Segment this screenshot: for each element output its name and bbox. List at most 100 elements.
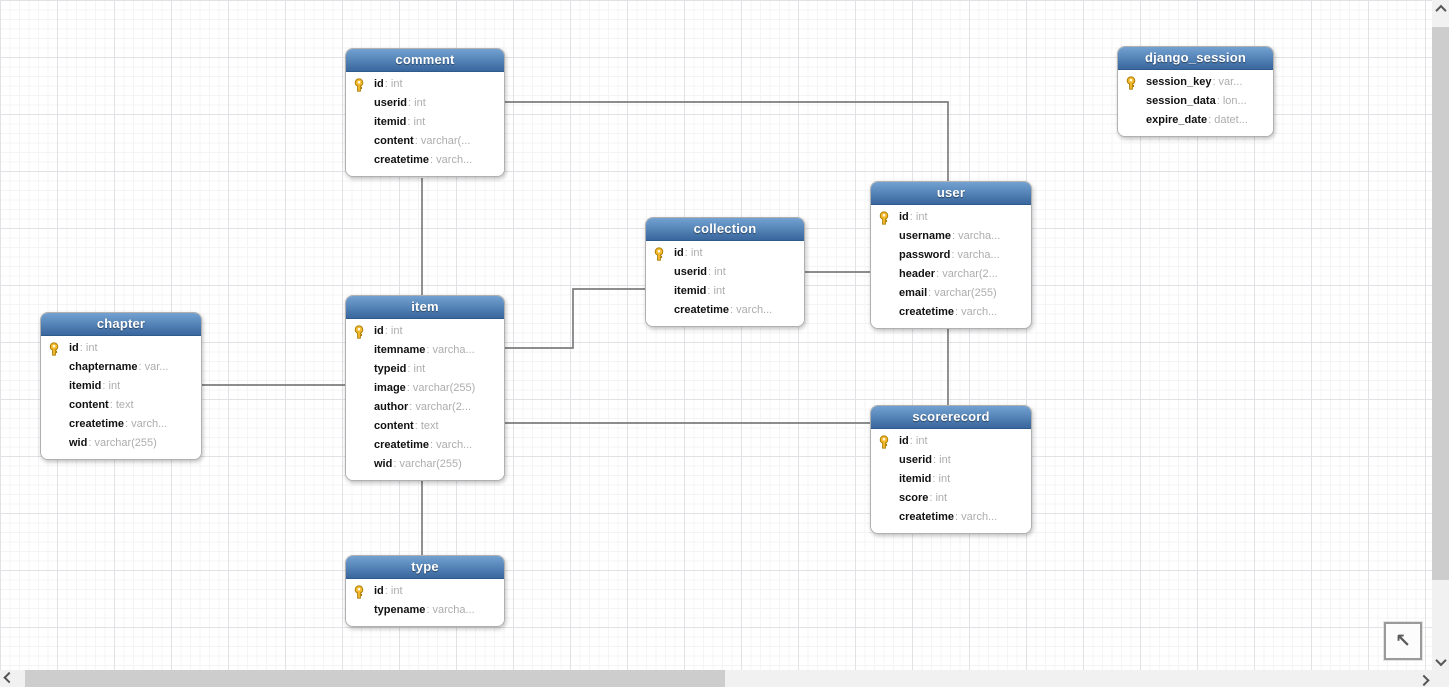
field-type: : varcha...: [426, 344, 475, 356]
field-type: : varch...: [730, 304, 773, 316]
field-type: : datet...: [1208, 114, 1248, 126]
field-row-session_key: session_key: var...: [1125, 73, 1268, 92]
relationship-comment-user[interactable]: [503, 101, 949, 181]
table-title[interactable]: scorerecord: [871, 406, 1031, 429]
field-type: : int: [707, 285, 726, 297]
field-type: : text: [414, 420, 439, 432]
table-title[interactable]: item: [346, 296, 504, 319]
field-name: itemid: [374, 116, 407, 128]
field-row-id: id: int: [353, 582, 499, 601]
field-type: : var...: [1212, 76, 1243, 88]
field-type: : text: [109, 399, 134, 411]
field-name: score: [899, 492, 929, 504]
field-name: password: [899, 249, 951, 261]
field-type: : int: [79, 342, 98, 354]
field-row-id: id: int: [353, 322, 499, 341]
field-type: : int: [933, 454, 951, 466]
field-row-userid: userid: int: [353, 94, 499, 113]
field-type: : int: [684, 247, 703, 259]
field-row-header: header: varchar(2...: [878, 265, 1026, 284]
field-row-chaptername: chaptername: var...: [48, 358, 196, 377]
field-row-content: content: text: [353, 417, 499, 436]
field-type: : lon...: [1216, 95, 1247, 107]
table-title[interactable]: user: [871, 182, 1031, 205]
field-name: header: [899, 268, 936, 280]
scrollbar-corner: [1432, 670, 1449, 687]
horizontal-scrollbar[interactable]: [0, 670, 1432, 687]
field-name: typename: [374, 604, 426, 616]
vertical-scroll-thumb[interactable]: [1432, 27, 1449, 580]
field-name: content: [374, 420, 414, 432]
field-type: : varch...: [955, 306, 998, 318]
field-name: id: [674, 247, 684, 259]
field-name: id: [69, 342, 79, 354]
vertical-scrollbar[interactable]: [1432, 0, 1449, 670]
field-row-userid: userid: int: [653, 263, 799, 282]
field-row-wid: wid: varchar(255): [48, 434, 196, 453]
horizontal-scroll-thumb[interactable]: [25, 670, 725, 687]
field-type: : int: [909, 211, 928, 223]
field-name: createtime: [899, 306, 955, 318]
field-row-wid: wid: varchar(255): [353, 455, 499, 474]
field-row-typename: typename: varcha...: [353, 601, 499, 620]
field-name: itemname: [374, 344, 426, 356]
scroll-up-button[interactable]: [1432, 0, 1449, 17]
table-user[interactable]: user id: int username: varcha... password : …: [870, 181, 1032, 329]
relationship-item-collection[interactable]: [503, 288, 645, 349]
field-row-typeid: typeid: int: [353, 360, 499, 379]
field-type: : int: [407, 363, 426, 375]
field-row-username: username: varcha...: [878, 227, 1026, 246]
field-type: : varchar(...: [414, 135, 471, 147]
field-row-createtime: createtime: varch...: [878, 508, 1026, 527]
table-title[interactable]: chapter: [41, 313, 201, 336]
field-name: id: [374, 585, 384, 597]
field-type: : var...: [138, 361, 169, 373]
scroll-down-button[interactable]: [1432, 653, 1449, 670]
scroll-left-button[interactable]: [0, 670, 17, 687]
field-type: : int: [384, 78, 403, 90]
primary-key-icon: [353, 77, 374, 92]
field-type: : int: [929, 492, 948, 504]
field-name: userid: [374, 97, 408, 109]
table-title[interactable]: type: [346, 556, 504, 579]
field-name: id: [899, 211, 909, 223]
field-name: wid: [374, 458, 393, 470]
chevron-up-icon: [1434, 4, 1447, 16]
field-row-itemid: itemid: int: [878, 470, 1026, 489]
zoom-overview-button[interactable]: ↖: [1384, 622, 1422, 660]
field-row-userid: userid: int: [878, 451, 1026, 470]
field-row-id: id: int: [48, 339, 196, 358]
scroll-right-button[interactable]: [1415, 670, 1432, 687]
table-title[interactable]: django_session: [1118, 47, 1273, 70]
field-row-createtime: createtime: varch...: [353, 436, 499, 455]
field-row-id: id: int: [653, 244, 799, 263]
table-title[interactable]: comment: [346, 49, 504, 72]
field-type: : varch...: [125, 418, 168, 430]
field-name: email: [899, 287, 928, 299]
field-row-expire_date: expire_date: datet...: [1125, 111, 1268, 130]
chevron-right-icon: [1417, 674, 1430, 686]
table-item[interactable]: item id: int itemname: varcha... typeid: in…: [345, 295, 505, 481]
table-fields: session_key: var...session_data: lon...e…: [1118, 70, 1273, 136]
field-row-id: id: int: [878, 432, 1026, 451]
table-title[interactable]: collection: [646, 218, 804, 241]
field-type: : varchar(255): [406, 382, 476, 394]
field-name: image: [374, 382, 406, 394]
field-name: itemid: [674, 285, 707, 297]
field-row-session_data: session_data: lon...: [1125, 92, 1268, 111]
chevron-down-icon: [1434, 654, 1447, 666]
field-row-id: id: int: [353, 75, 499, 94]
field-name: createtime: [674, 304, 730, 316]
